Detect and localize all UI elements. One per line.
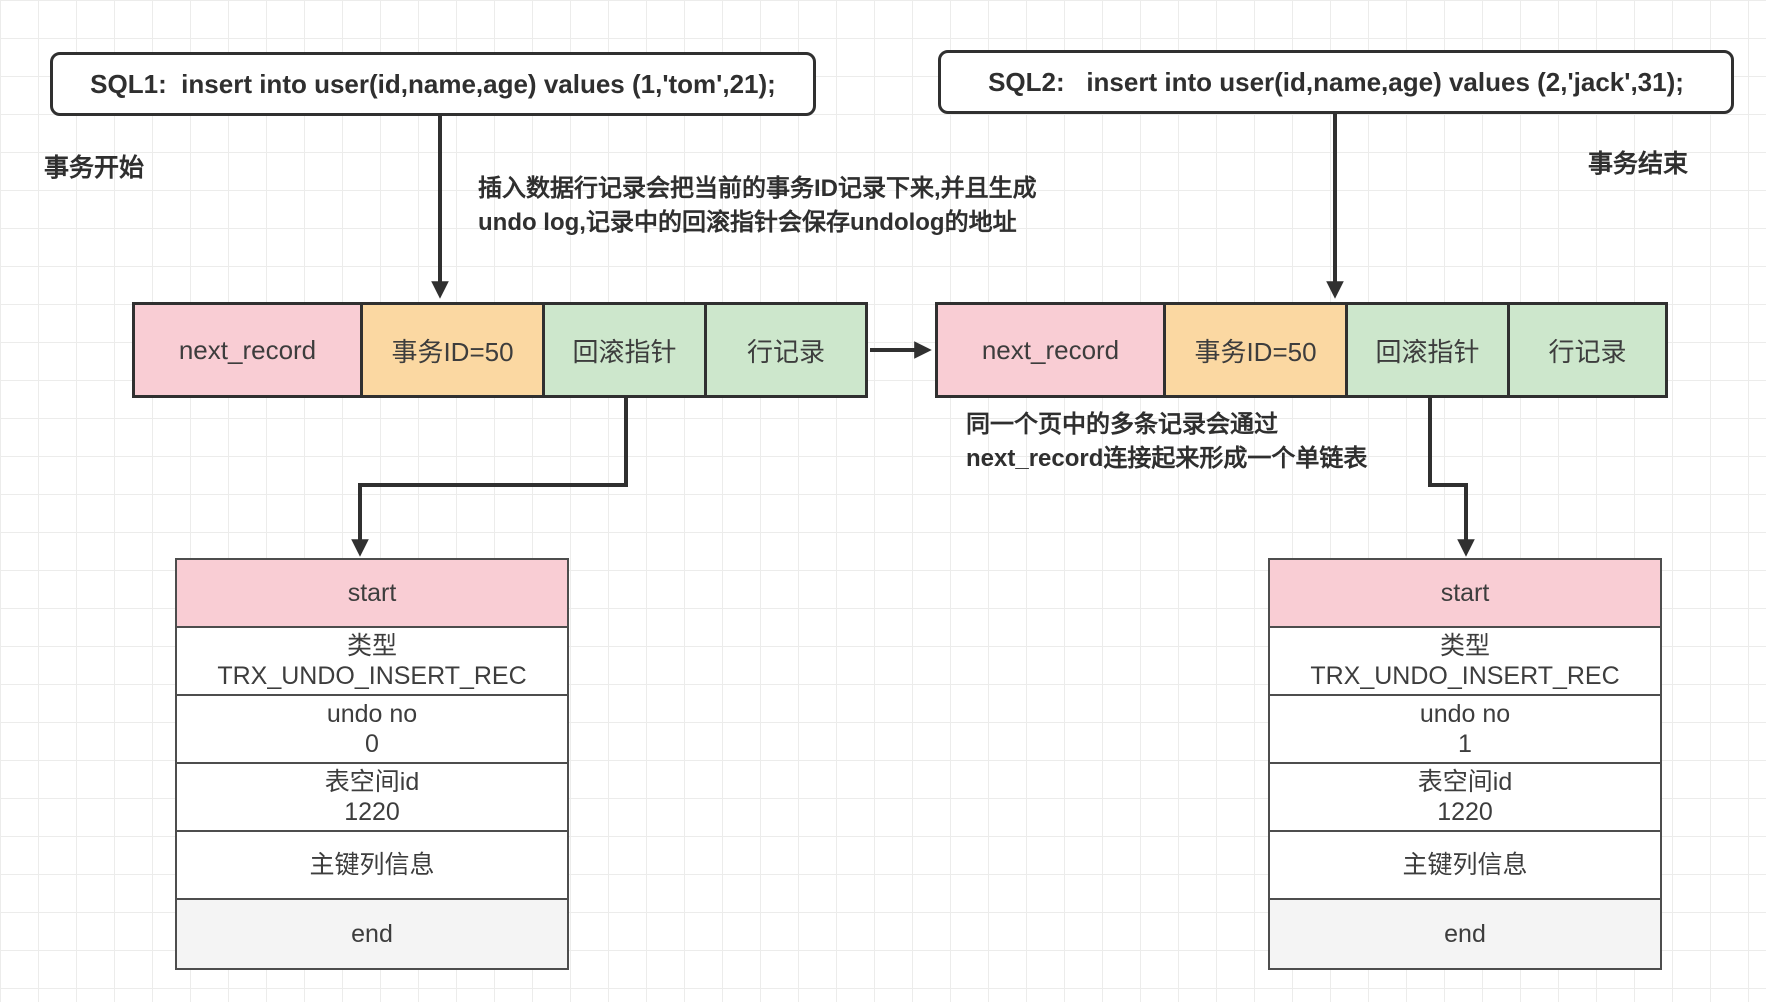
undolog1-undo-no-value: 0 [365, 730, 379, 758]
undolog1-type-label: 类型 [346, 632, 397, 660]
transaction-start-label: 事务开始 [44, 154, 145, 182]
undolog1-end-row: end [177, 900, 567, 968]
record1-row-data-cell: 行记录 [707, 305, 865, 395]
undo-log-annotation-line1: 插入数据行记录会把当前的事务ID记录下来,并且生成 [478, 175, 1037, 202]
record2-row-data-cell: 行记录 [1510, 305, 1665, 395]
undolog1-tablespace-label: 表空间id [324, 768, 420, 796]
record2-rollback-pointer-cell: 回滚指针 [1348, 305, 1510, 395]
record1-next-record-label: next_record [178, 334, 317, 365]
undolog2-type-label: 类型 [1439, 632, 1490, 660]
undolog2-type-row: 类型 TRX_UNDO_INSERT_REC [1270, 628, 1660, 696]
undolog2-primary-key-row: 主键列信息 [1270, 832, 1660, 900]
sql2-text: SQL2: insert into user(id,name,age) valu… [988, 66, 1684, 97]
sql1-statement-box: SQL1: insert into user(id,name,age) valu… [50, 52, 816, 116]
record-row-1: next_record 事务ID=50 回滚指针 行记录 [132, 302, 868, 398]
undolog1-type-row: 类型 TRX_UNDO_INSERT_REC [177, 628, 567, 696]
transaction-end-label: 事务结束 [1588, 150, 1689, 178]
arrow-rollback1-to-undolog1 [351, 398, 628, 557]
record1-rollback-pointer-cell: 回滚指针 [545, 305, 707, 395]
record1-trx-id-cell: 事务ID=50 [363, 305, 545, 395]
undolog2-type-value: TRX_UNDO_INSERT_REC [1310, 662, 1620, 690]
undolog2-start-row: start [1270, 560, 1660, 628]
undolog2-end-row: end [1270, 900, 1660, 968]
record-chain-annotation-line2: next_record连接起来形成一个单链表 [966, 445, 1368, 472]
record2-row-data-label: 行记录 [1548, 336, 1627, 367]
undolog2-undo-no-value: 1 [1458, 730, 1472, 758]
undolog1-type-value: TRX_UNDO_INSERT_REC [217, 662, 527, 690]
undolog2-tablespace-value: 1220 [1437, 798, 1493, 826]
record2-next-record-cell: next_record [938, 305, 1166, 395]
undo-log-annotation-line2: undo log,记录中的回滚指针会保存undolog的地址 [478, 209, 1017, 236]
record2-rollback-pointer-label: 回滚指针 [1375, 336, 1480, 367]
record1-next-record-cell: next_record [135, 305, 363, 395]
undolog2-start-label: start [1440, 579, 1490, 607]
undo-log-table-2: start 类型 TRX_UNDO_INSERT_REC undo no 1 表… [1268, 558, 1662, 970]
arrow-rollback2-to-undolog2 [1428, 398, 1475, 557]
undolog1-start-label: start [347, 579, 397, 607]
record1-row-data-label: 行记录 [746, 336, 825, 367]
record2-next-record-label: next_record [981, 334, 1120, 365]
undolog1-primary-key-row: 主键列信息 [177, 832, 567, 900]
undolog1-tablespace-value: 1220 [344, 798, 400, 826]
record1-rollback-pointer-label: 回滚指针 [572, 336, 677, 367]
undolog1-end-label: end [351, 920, 393, 948]
record1-trx-id-label: 事务ID=50 [391, 336, 514, 367]
record-row-2: next_record 事务ID=50 回滚指针 行记录 [935, 302, 1668, 398]
undolog2-undo-no-label: undo no [1419, 700, 1511, 728]
undolog1-primary-key-label: 主键列信息 [309, 851, 435, 879]
undolog1-tablespace-row: 表空间id 1220 [177, 764, 567, 832]
undolog2-primary-key-label: 主键列信息 [1402, 851, 1528, 879]
undolog2-undo-no-row: undo no 1 [1270, 696, 1660, 764]
undolog1-undo-no-label: undo no [326, 700, 418, 728]
record-chain-annotation-line1: 同一个页中的多条记录会通过 [966, 411, 1278, 438]
undolog2-end-label: end [1444, 920, 1486, 948]
sql2-statement-box: SQL2: insert into user(id,name,age) valu… [938, 50, 1734, 114]
undo-log-annotation: 插入数据行记录会把当前的事务ID记录下来,并且生成 undo log,记录中的回… [478, 172, 1037, 240]
undo-log-table-1: start 类型 TRX_UNDO_INSERT_REC undo no 0 表… [175, 558, 569, 970]
undolog2-tablespace-label: 表空间id [1417, 768, 1513, 796]
undolog1-undo-no-row: undo no 0 [177, 696, 567, 764]
record2-trx-id-label: 事务ID=50 [1194, 336, 1317, 367]
record-chain-annotation: 同一个页中的多条记录会通过 next_record连接起来形成一个单链表 [966, 408, 1367, 476]
record2-trx-id-cell: 事务ID=50 [1166, 305, 1348, 395]
undolog2-tablespace-row: 表空间id 1220 [1270, 764, 1660, 832]
sql1-text: SQL1: insert into user(id,name,age) valu… [90, 68, 776, 99]
undolog1-start-row: start [177, 560, 567, 628]
